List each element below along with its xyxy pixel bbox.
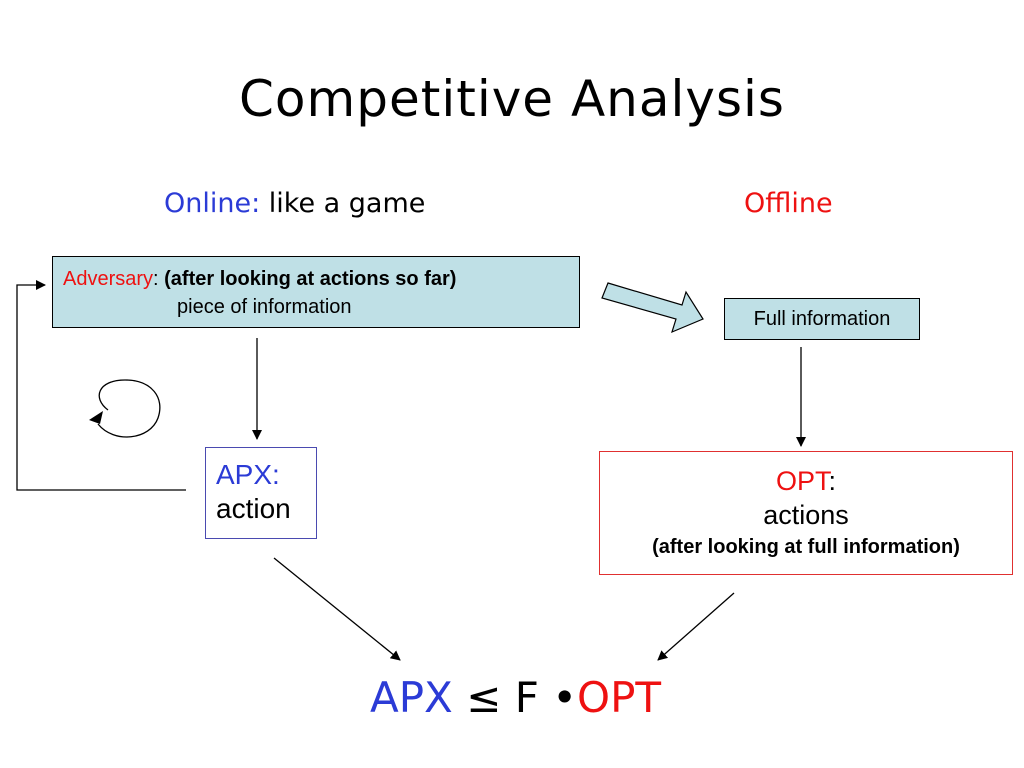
formula-dot: • xyxy=(538,673,578,722)
opt-label: OPT xyxy=(775,466,829,496)
online-label: Online: xyxy=(164,188,261,219)
adversary-line-2: piece of information xyxy=(177,296,352,318)
arrow-opt-to-formula xyxy=(657,592,735,661)
offline-heading: Offline xyxy=(744,188,833,219)
full-information-box: Full information xyxy=(724,298,920,340)
formula-f: F xyxy=(514,673,539,722)
opt-actions-text: actions xyxy=(763,500,849,530)
arrow-apx-to-formula xyxy=(273,557,401,661)
adversary-label: Adversary xyxy=(63,268,154,290)
opt-condition-text: (after looking at full information) xyxy=(652,536,960,558)
online-to-offline-block-arrow xyxy=(601,282,704,334)
feedback-loop-arrow xyxy=(16,280,186,491)
formula-opt: OPT xyxy=(577,673,662,722)
online-heading: Online: like a game xyxy=(164,188,425,219)
competitive-ratio-formula: APX ≤ F •OPT xyxy=(370,673,661,722)
cycle-icon xyxy=(89,379,161,438)
apx-action-text: action xyxy=(216,493,291,524)
adversary-colon: : xyxy=(153,268,159,290)
adversary-line-1: Adversary: (after looking at actions so … xyxy=(63,265,579,293)
apx-box: APX: action xyxy=(205,447,317,539)
formula-leq: ≤ xyxy=(452,673,515,722)
opt-box: OPT: actions (after looking at full info… xyxy=(599,451,1013,575)
page-title: Competitive Analysis xyxy=(239,70,785,128)
adversary-condition: (after looking at actions so far) xyxy=(158,268,457,290)
opt-line-1: OPT: xyxy=(600,464,1012,498)
apx-label: APX: xyxy=(216,459,280,490)
adversary-box: Adversary: (after looking at actions so … xyxy=(52,256,580,328)
opt-colon: : xyxy=(828,466,837,496)
formula-apx: APX xyxy=(370,673,453,722)
online-description: like a game xyxy=(260,188,426,219)
